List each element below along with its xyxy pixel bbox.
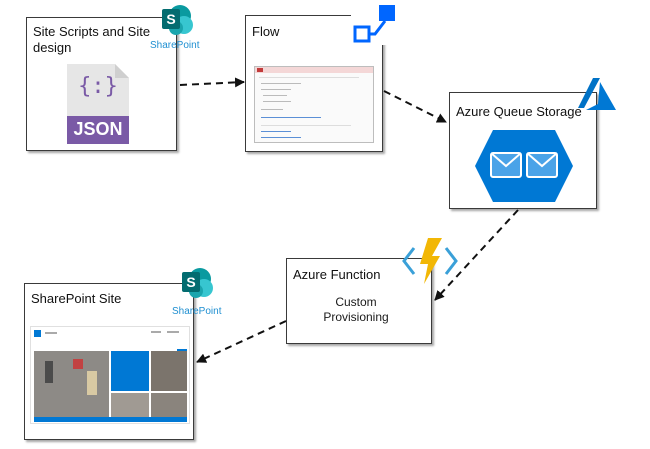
site-scripts-title: Site Scripts and Site design [33, 24, 151, 55]
flow-icon [351, 1, 399, 45]
json-label: JSON [73, 119, 123, 139]
azure-function-body: Custom Provisioning [323, 295, 389, 324]
sharepoint-icon: S [180, 266, 214, 300]
azure-function-icon [402, 236, 458, 286]
sharepoint-badge-label: SharePoint [172, 306, 222, 317]
flow-screenshot-thumbnail [254, 66, 374, 143]
svg-text:S: S [166, 11, 175, 27]
azure-function-title: Azure Function [293, 267, 381, 282]
svg-text:S: S [186, 274, 195, 290]
arrow-scripts-to-flow [179, 77, 245, 88]
sharepoint-icon: S [160, 3, 194, 37]
azure-icon [578, 78, 616, 112]
json-symbol: {:} [78, 74, 118, 99]
queue-storage-title: Azure Queue Storage [456, 104, 582, 119]
azure-function-node: Azure Function Custom Provisioning [286, 258, 432, 344]
queue-storage-node: Azure Queue Storage [449, 92, 597, 209]
json-file-icon: {:} JSON [67, 64, 129, 144]
sharepoint-site-title: SharePoint Site [31, 291, 122, 306]
sharepoint-site-thumbnail [30, 326, 190, 424]
queue-storage-icon [475, 130, 573, 202]
sharepoint-badge-label: SharePoint [150, 40, 200, 51]
arrow-function-to-site [196, 320, 287, 363]
site-scripts-node: Site Scripts and Site design {:} JSON [26, 17, 177, 151]
arrow-queue-to-function [434, 209, 519, 301]
flow-title: Flow [252, 24, 280, 39]
sharepoint-site-node: SharePoint Site [24, 283, 194, 440]
arrow-flow-to-queue [383, 90, 447, 123]
